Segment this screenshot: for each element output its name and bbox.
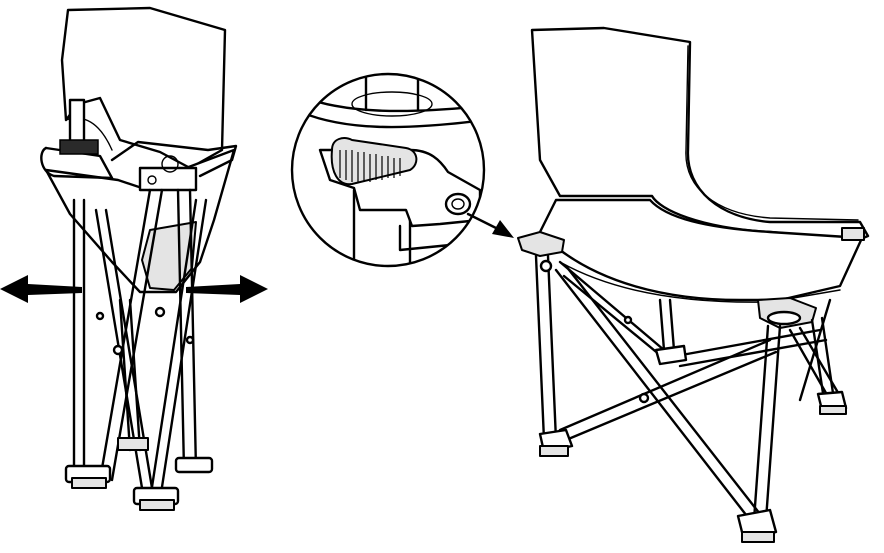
unfolded-chair (517, 26, 870, 543)
detail-callout (290, 72, 486, 268)
chair-feet (538, 344, 848, 543)
arrow-right-icon (186, 275, 268, 303)
backrest-fabric (530, 26, 870, 242)
callout-pointer-arrow-icon (466, 212, 514, 238)
lock-collar (330, 137, 418, 186)
folded-leg-bundle (72, 188, 208, 502)
folded-chair (40, 6, 238, 511)
arrow-left-icon (0, 275, 82, 303)
folded-backrest-fabric (60, 6, 227, 170)
seat-fabric (538, 198, 864, 302)
folded-hub-block (138, 166, 198, 192)
chair-legs (534, 254, 842, 522)
folded-feet (64, 437, 214, 511)
folded-seat-shadow (141, 221, 197, 291)
folded-upright-tube (68, 98, 86, 146)
left-armrest-hub (517, 231, 565, 257)
